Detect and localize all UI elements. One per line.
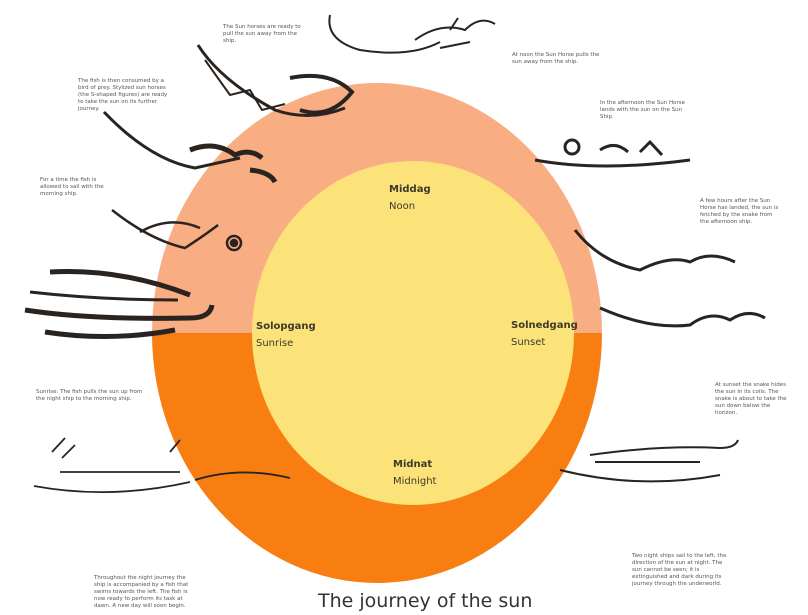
fish-icon (111, 209, 243, 252)
snake-icon (599, 306, 766, 328)
label-noon-secondary: Noon (389, 201, 416, 212)
sun-disc (252, 161, 574, 505)
label-noon-primary: Middag (389, 184, 431, 195)
ship-icon (559, 439, 739, 483)
label-midnight-primary: Midnat (393, 459, 433, 470)
sun-horse-icon (328, 14, 496, 54)
note-horses: The Sun horses are ready to pull the sun… (223, 24, 301, 44)
label-midnight-secondary: Midnight (393, 476, 437, 487)
label-sunset-secondary: Sunset (511, 337, 546, 348)
bird-icon (102, 110, 278, 184)
ship-icon (196, 44, 355, 118)
snake-icon (573, 229, 736, 272)
note-fish-bird: The fish is then consumed by a bird of p… (78, 78, 168, 112)
label-sunrise-primary: Solopgang (256, 321, 316, 332)
ship-icon (24, 269, 215, 340)
ship-icon (534, 138, 691, 168)
label-sunrise: Solopgang Sunrise (256, 318, 316, 352)
note-night-ships: Two night ships sail to the left, the di… (632, 553, 727, 587)
note-sunrise-fish: Sunrise: The fish pulls the sun up from … (36, 389, 143, 402)
label-sunset-primary: Solnedgang (511, 320, 578, 331)
note-night-journey: Throughout the night journey the ship is… (94, 575, 189, 609)
note-snake-sunset: At sunset the snake hides the sun in its… (715, 382, 787, 416)
note-snake-fetch: A few hours after the Sun Horse has land… (700, 198, 779, 225)
label-sunset: Solnedgang Sunset (511, 317, 578, 351)
note-afternoon-ship: In the afternoon the Sun Horse lands wit… (600, 100, 685, 120)
label-midnight: Midnat Midnight (393, 456, 436, 490)
diagram-title: The journey of the sun (318, 590, 533, 612)
note-noon-horse: At noon the Sun Horse pulls the sun away… (512, 52, 600, 65)
label-sunrise-secondary: Sunrise (256, 338, 294, 349)
label-noon: Middag Noon (389, 181, 431, 215)
note-fish-sail: For a time the fish is allowed to sail w… (40, 177, 104, 197)
ship-icon (33, 437, 291, 494)
